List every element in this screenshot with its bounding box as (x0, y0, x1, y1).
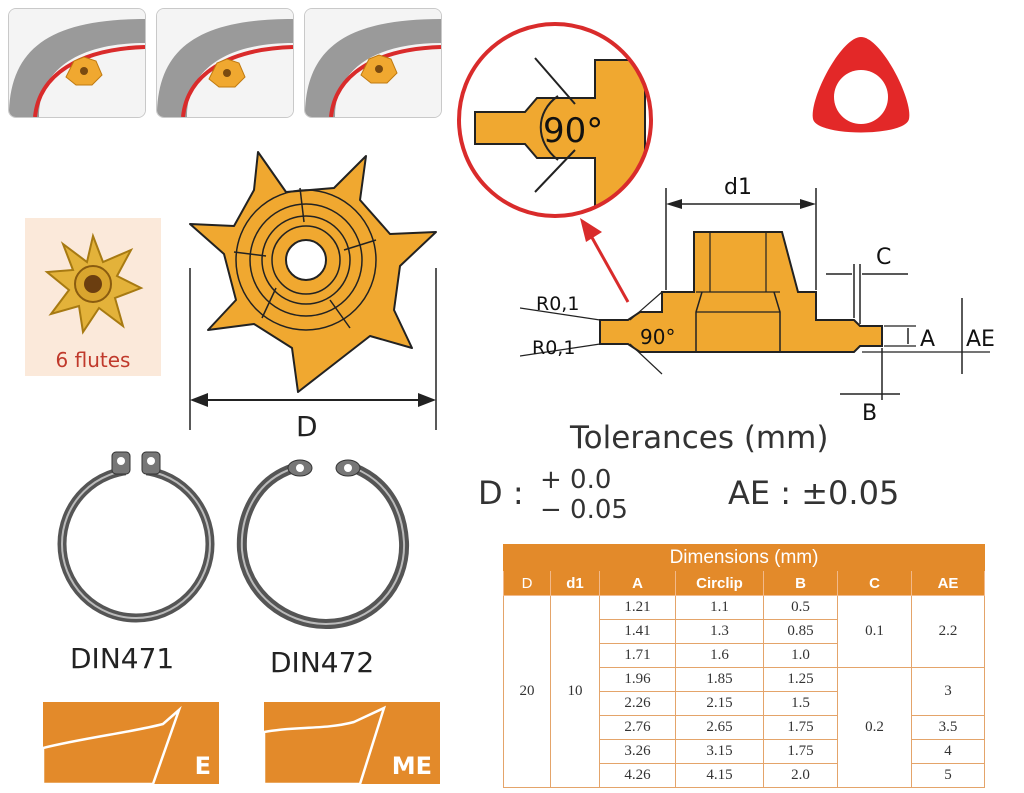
groove-illustration (9, 9, 145, 117)
cell-circlip: 4.15 (675, 763, 764, 788)
radius-top-label: R0,1 (536, 293, 579, 315)
thumbnail-groove-3 (304, 8, 442, 118)
cell-b: 2.0 (763, 763, 838, 788)
radius-bottom-label: R0,1 (532, 337, 575, 359)
cutter-cross-section-drawing: d1 C A AE B R0,1 R0,1 90° (520, 175, 995, 426)
cell-c: 0.1 (837, 595, 912, 668)
cell-circlip: 1.6 (675, 643, 764, 668)
header-b: B (763, 570, 838, 596)
thumbnail-groove-2 (156, 8, 294, 118)
thumbnail-groove-1 (8, 8, 146, 118)
circlip-din472-label: DIN472 (270, 646, 375, 679)
b-label: B (862, 401, 877, 426)
header-a: A (599, 570, 676, 596)
a-label: A (920, 327, 935, 352)
groove-illustration (157, 9, 293, 117)
cutter-photo (44, 232, 144, 335)
cell-a: 2.26 (599, 691, 676, 716)
cell-ae: 4 (910, 739, 986, 764)
tolerances-title: Tolerances (mm) (570, 420, 829, 456)
circlip-din471-icon (57, 451, 215, 623)
cell-d: 20 (503, 595, 551, 788)
cell-a: 4.26 (599, 763, 676, 788)
header-d: D (503, 570, 551, 596)
table-row: 3.26 3.15 1.75 4 (504, 739, 986, 764)
cell-ae: 2.2 (910, 595, 986, 668)
d1-label: d1 (724, 175, 752, 200)
tolerance-d-label: D : (478, 474, 524, 512)
header-ae: AE (910, 570, 986, 596)
profile-e-shape (43, 705, 182, 784)
profile-me: ME (264, 702, 440, 784)
cell-a: 3.26 (599, 739, 676, 764)
cell-b: 1.25 (763, 667, 838, 692)
circlip-din471-label: DIN471 (70, 642, 175, 675)
cell-a: 2.76 (599, 715, 676, 740)
tri-lobe-profile-icon (812, 37, 910, 133)
header-circlip: Circlip (675, 570, 764, 596)
header-d1: d1 (550, 570, 600, 596)
cell-a: 1.21 (599, 595, 676, 620)
cell-c: 0.2 (837, 667, 912, 788)
cell-b: 0.85 (763, 619, 838, 644)
table-row: 1.41 1.3 0.85 (504, 619, 985, 644)
angle-label: 90° (640, 325, 675, 349)
cell-a: 1.96 (599, 667, 676, 692)
flutes-label: 6 flutes (55, 348, 131, 372)
header-c: C (837, 570, 912, 596)
detail-magnifier: 90° (457, 22, 653, 218)
cell-b: 0.5 (763, 595, 838, 620)
profile-me-letter: ME (391, 752, 432, 780)
profile-e: E (43, 702, 219, 784)
tolerance-ae: AE : ±0.05 (728, 474, 900, 512)
flutes-card: 6 flutes (25, 218, 161, 376)
cutter-face-drawing (189, 151, 437, 430)
cell-b: 1.0 (763, 643, 838, 668)
profile-e-letter: E (194, 752, 211, 780)
table-row: 2.26 2.15 1.5 (504, 691, 985, 716)
cell-ae: 3 (910, 667, 986, 716)
cell-b: 1.75 (763, 715, 838, 740)
cell-circlip: 1.85 (675, 667, 764, 692)
circlip-din472-icon (236, 459, 410, 630)
cell-a: 1.71 (599, 643, 676, 668)
tolerance-d-minus: − 0.05 (540, 495, 628, 525)
profile-me-shape (264, 705, 387, 784)
cell-circlip: 2.15 (675, 691, 764, 716)
detail-angle-label: 90° (543, 111, 603, 151)
ae-label: AE (966, 327, 995, 352)
table-row: 20 10 1.21 1.1 0.5 0.1 2.2 (503, 595, 986, 788)
dimensions-table: Dimensions (mm) D d1 A Circlip B C AE 20… (502, 544, 986, 788)
table-caption: Dimensions (mm) (502, 544, 986, 571)
cell-a: 1.41 (599, 619, 676, 644)
cell-circlip: 3.15 (675, 739, 764, 764)
table-row: 4.26 4.15 2.0 5 (504, 763, 986, 788)
groove-illustration (305, 9, 441, 117)
tolerance-d-plus: + 0.0 (540, 465, 612, 495)
cell-ae: 3.5 (910, 715, 986, 740)
cell-circlip: 1.3 (675, 619, 764, 644)
cutter-diameter-label: D (296, 410, 318, 443)
cell-circlip: 2.65 (675, 715, 764, 740)
c-label: C (876, 245, 891, 270)
cell-ae: 5 (910, 763, 986, 788)
cell-b: 1.75 (763, 739, 838, 764)
detail-arrow (580, 218, 630, 303)
cell-b: 1.5 (763, 691, 838, 716)
cell-circlip: 1.1 (675, 595, 764, 620)
cell-d1: 10 (550, 595, 600, 788)
table-row: 1.71 1.6 1.0 (504, 643, 985, 668)
